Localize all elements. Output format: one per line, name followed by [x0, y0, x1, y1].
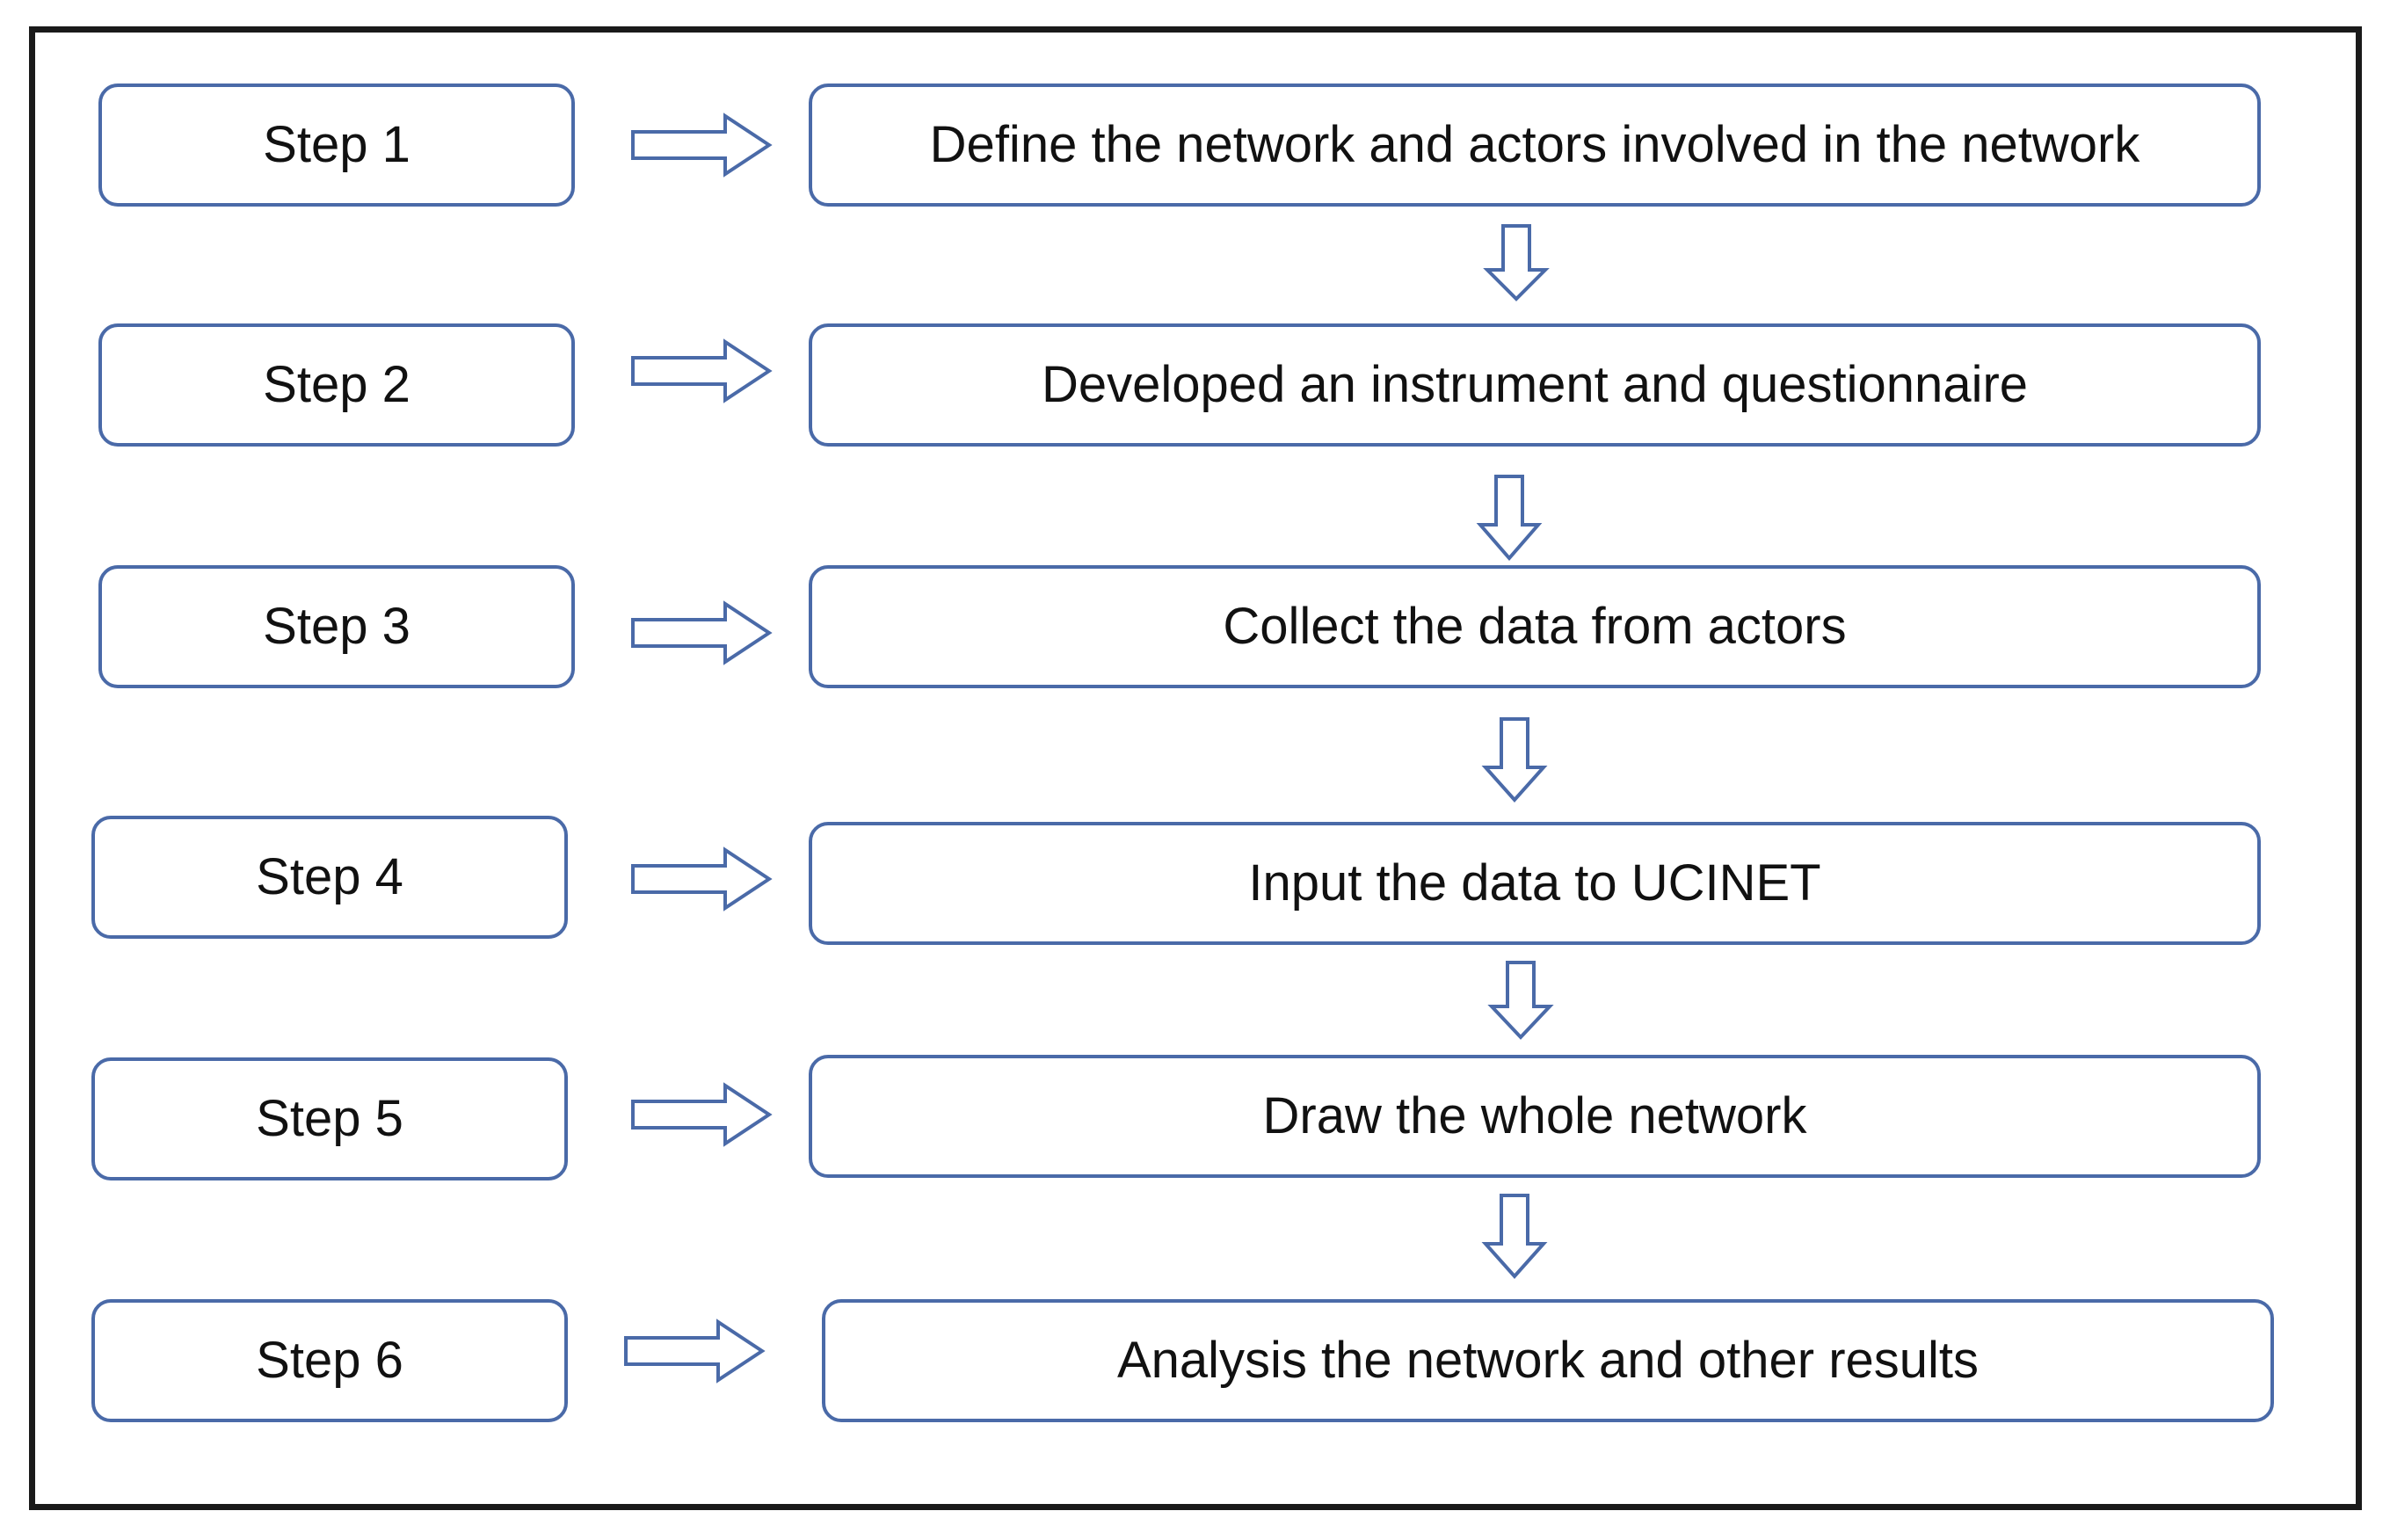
- step-6-box: Step 6: [91, 1299, 568, 1422]
- step-4-box: Step 4: [91, 816, 568, 939]
- step-4-description-box: Input the data to UCINET: [809, 822, 2261, 945]
- step-5-description-box: Draw the whole network: [809, 1055, 2261, 1178]
- step-2-box: Step 2: [98, 323, 575, 447]
- step-2-description-box: Developed an instrument and questionnair…: [809, 323, 2261, 447]
- diagram-frame: [29, 26, 2362, 1510]
- step-3-box: Step 3: [98, 565, 575, 688]
- step-1-box: Step 1: [98, 84, 575, 207]
- step-3-description-box: Collect the data from actors: [809, 565, 2261, 688]
- step-1-description-box: Define the network and actors involved i…: [809, 84, 2261, 207]
- step-6-description-box: Analysis the network and other results: [822, 1299, 2274, 1422]
- step-5-box: Step 5: [91, 1057, 568, 1180]
